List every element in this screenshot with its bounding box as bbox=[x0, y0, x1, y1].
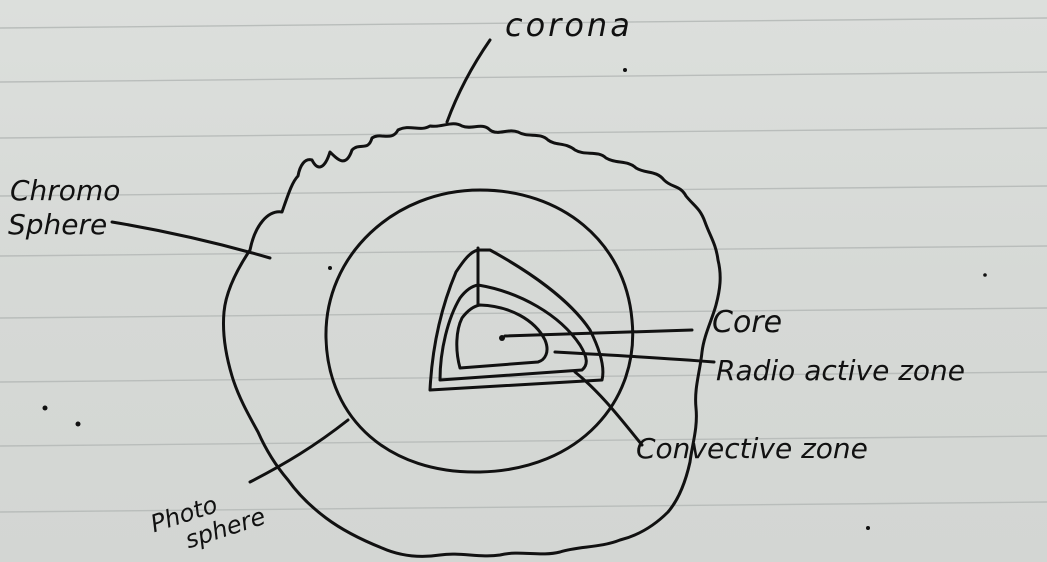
photosphere-leader bbox=[250, 420, 348, 482]
corona-leader bbox=[447, 40, 490, 122]
corona-label: corona bbox=[505, 6, 633, 44]
corona-outline bbox=[223, 124, 720, 557]
photosphere-label: Photo sphere bbox=[147, 477, 269, 562]
ruled-lines bbox=[0, 18, 1047, 512]
photosphere-circle bbox=[326, 190, 633, 472]
convective-zone-label: Convective zone bbox=[636, 432, 868, 465]
chromosphere-label-line1: Chromo bbox=[10, 174, 120, 207]
radio-active-zone-label: Radio active zone bbox=[716, 354, 965, 387]
core-leader bbox=[505, 330, 692, 336]
core-label: Core bbox=[712, 305, 782, 340]
chromosphere-leader bbox=[112, 222, 270, 258]
radio-active-zone-leader bbox=[555, 352, 714, 362]
chromosphere-label-line2: Sphere bbox=[8, 208, 107, 241]
